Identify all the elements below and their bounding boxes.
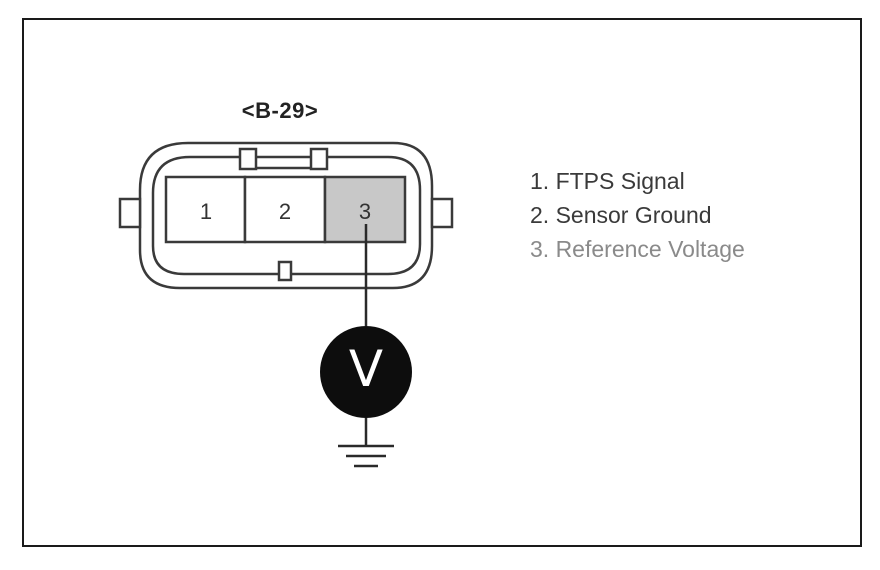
pin-legend: 1. FTPS Signal 2. Sensor Ground 3. Refer… (530, 164, 745, 266)
bottom-key (277, 260, 293, 282)
legend-item-3: 3. Reference Voltage (530, 236, 745, 262)
side-tab-right (430, 197, 454, 229)
ground-icon (338, 444, 394, 468)
locking-tab-right (309, 147, 329, 171)
pin-number-1: 1 (199, 199, 213, 224)
voltmeter-symbol: V (348, 340, 384, 398)
locking-tab-left (238, 147, 258, 171)
pin-cavity-2 (243, 175, 327, 244)
side-tab-left (118, 197, 142, 229)
legend-item-2: 2. Sensor Ground (530, 202, 712, 228)
pin-number-3: 3 (358, 199, 372, 224)
voltmeter-icon (320, 326, 412, 418)
connector-label: <B-29> (241, 98, 319, 123)
pin-cavity-1 (164, 175, 247, 244)
pin-number-2: 2 (278, 199, 292, 224)
legend-item-1: 1. FTPS Signal (530, 168, 685, 194)
